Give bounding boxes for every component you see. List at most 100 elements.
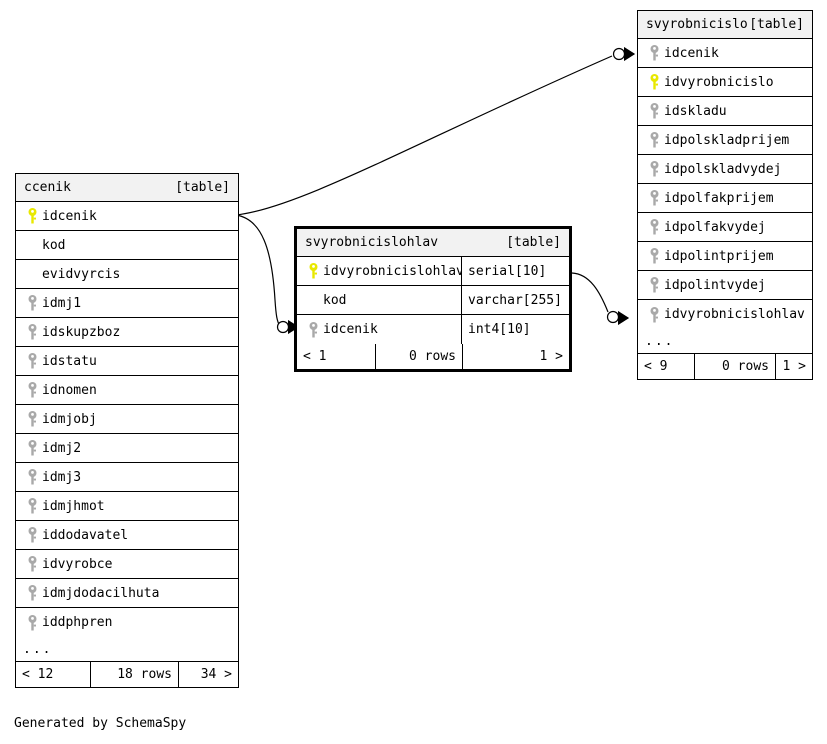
table-header-svyrobnicislo: svyrobnicislo [table] — [638, 11, 812, 39]
column-name-label: idmj1 — [42, 296, 82, 310]
next-columns-button[interactable]: 34 > — [200, 667, 232, 682]
foreign-key-icon — [645, 247, 664, 265]
column-name-cell: idmj2 — [16, 439, 238, 457]
prev-columns-button[interactable]: < 9 — [644, 359, 668, 374]
table-row[interactable]: idcenik — [16, 202, 238, 231]
column-type-label: varchar[255] — [468, 292, 562, 308]
primary-key-icon — [304, 262, 323, 280]
table-row[interactable]: idvyrobnicislo — [638, 68, 812, 97]
table-row[interactable]: idstatu — [16, 347, 238, 376]
prev-columns-button[interactable]: < 1 — [303, 349, 327, 364]
table-row[interactable]: idvyrobnicislohlav — [638, 300, 812, 329]
more-columns-indicator: ... — [16, 637, 238, 662]
table-row[interactable]: idpolskladprijem — [638, 126, 812, 155]
table-footer-ccenik: < 12 18 rows 34 > — [16, 662, 238, 687]
foreign-key-icon — [645, 160, 664, 178]
table-row[interactable]: idmj3 — [16, 463, 238, 492]
column-name-cell: idpolfakprijem — [638, 189, 812, 207]
table-row[interactable]: idcenik — [638, 39, 812, 68]
table-title: svyrobnicislo — [646, 17, 748, 32]
primary-key-icon — [645, 73, 664, 91]
table-row[interactable]: kod — [16, 231, 238, 260]
table-row[interactable]: iddphpren — [16, 608, 238, 637]
column-name-label: idmjhmot — [42, 499, 105, 513]
table-row[interactable]: idmjobj — [16, 405, 238, 434]
foreign-key-icon — [23, 555, 42, 573]
table-node-svyrobnicislohlav[interactable]: svyrobnicislohlav [table] idvyrobnicislo… — [294, 226, 572, 372]
column-type-label: int4[10] — [468, 322, 531, 337]
foreign-key-icon — [23, 381, 42, 399]
foreign-key-icon — [23, 352, 42, 370]
foreign-key-icon — [645, 218, 664, 236]
table-node-svyrobnicislo[interactable]: svyrobnicislo [table] idcenik idvyrobnici… — [637, 10, 813, 380]
table-row[interactable]: evidvyrcis — [16, 260, 238, 289]
column-name-label: idvyrobce — [42, 557, 113, 571]
foreign-key-icon — [23, 614, 42, 632]
table-row[interactable]: idcenik int4[10] — [297, 315, 569, 344]
column-name-cell: idvyrobce — [16, 555, 238, 573]
column-name-cell: idmj1 — [16, 294, 238, 312]
column-name-cell: idcenik — [16, 207, 238, 225]
table-row[interactable]: idpolfakprijem — [638, 184, 812, 213]
no-key-spacer — [304, 291, 323, 309]
table-type-tag: [table] — [749, 17, 804, 32]
next-columns-button[interactable]: 1 > — [782, 359, 806, 374]
prev-columns-button[interactable]: < 12 — [22, 667, 54, 682]
table-row[interactable]: idpolfakvydej — [638, 213, 812, 242]
cardinality-zero-marker — [606, 310, 620, 324]
table-row[interactable]: iddodavatel — [16, 521, 238, 550]
foreign-key-icon — [23, 526, 42, 544]
foreign-key-icon — [645, 102, 664, 120]
table-row[interactable]: idpolskladvydej — [638, 155, 812, 184]
column-name-cell: idmjdodacilhuta — [16, 584, 238, 602]
foreign-key-icon — [304, 321, 323, 339]
foreign-key-icon — [645, 44, 664, 62]
next-columns-button[interactable]: 1 > — [539, 349, 563, 364]
table-row[interactable]: idmjdodacilhuta — [16, 579, 238, 608]
column-name-cell: idpolskladprijem — [638, 131, 812, 149]
column-name-label: idmj2 — [42, 441, 82, 455]
table-row[interactable]: idmj1 — [16, 289, 238, 318]
column-name-cell: idmjobj — [16, 410, 238, 428]
column-name-cell: idpolskladvydej — [638, 160, 812, 178]
column-name-label: idcenik — [664, 46, 719, 60]
table-row[interactable]: idpolintvydej — [638, 271, 812, 300]
column-name-cell: idcenik — [297, 321, 461, 339]
table-footer-svyrobnicislo: < 9 0 rows 1 > — [638, 354, 812, 379]
column-name-cell: idcenik — [638, 44, 812, 62]
no-key-spacer — [23, 236, 42, 254]
column-name-cell: idnomen — [16, 381, 238, 399]
foreign-key-icon — [645, 131, 664, 149]
column-name-label: idmjobj — [42, 412, 97, 426]
column-name-cell: idpolintvydej — [638, 276, 812, 294]
table-columns-ccenik: idcenik kod evidvyrcis idmj1 idskupzboz idsta… — [16, 202, 238, 637]
column-name-cell: idvyrobnicislohlav — [638, 306, 812, 324]
column-name-label: idmjdodacilhuta — [42, 586, 160, 600]
column-name-label: idstatu — [42, 354, 97, 368]
table-row[interactable]: idskladu — [638, 97, 812, 126]
table-row[interactable]: idvyrobce — [16, 550, 238, 579]
table-row[interactable]: idmjhmot — [16, 492, 238, 521]
table-row[interactable]: idskupzboz — [16, 318, 238, 347]
cardinality-zero-marker — [612, 47, 626, 61]
column-name-cell: idmj3 — [16, 468, 238, 486]
column-name-label: idcenik — [42, 209, 97, 223]
foreign-key-icon — [645, 306, 664, 324]
table-row[interactable]: idnomen — [16, 376, 238, 405]
column-name-label: iddodavatel — [42, 528, 129, 542]
foreign-key-icon — [645, 276, 664, 294]
table-row[interactable]: idpolintprijem — [638, 242, 812, 271]
column-name-label: idpolintvydej — [664, 278, 766, 292]
column-name-label: idpolfakprijem — [664, 191, 774, 205]
column-name-cell: kod — [16, 236, 238, 254]
column-name-cell: iddodavatel — [16, 526, 238, 544]
table-row[interactable]: idmj2 — [16, 434, 238, 463]
column-name-cell: idvyrobnicislohlav — [297, 262, 461, 280]
column-type-cell: varchar[255] — [461, 286, 569, 314]
foreign-key-icon — [23, 497, 42, 515]
